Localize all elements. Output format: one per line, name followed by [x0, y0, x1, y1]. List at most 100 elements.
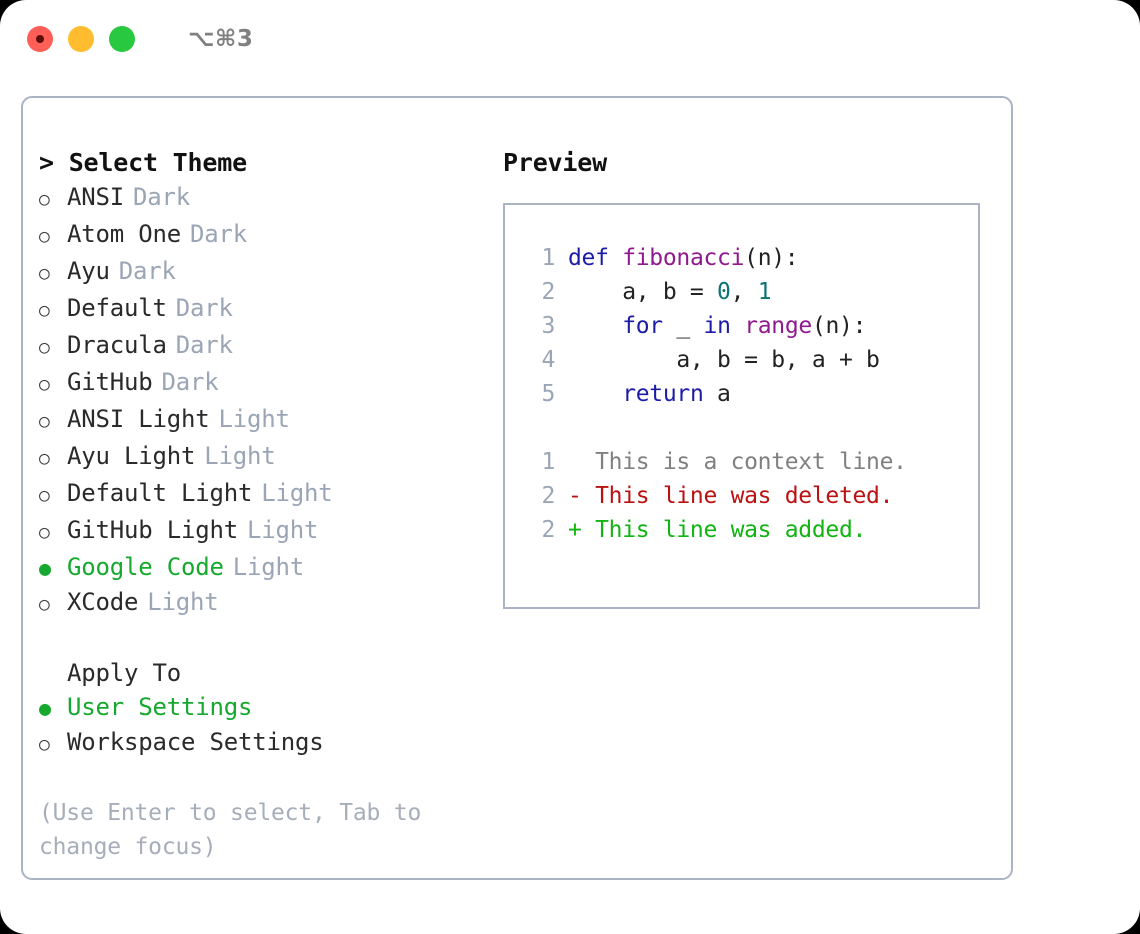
apply-to-group: Apply To ● User Settings ○ Workspace Settin… — [39, 656, 489, 762]
code-line-number: 2 — [541, 279, 555, 305]
minimize-window-button[interactable] — [68, 26, 94, 52]
radio-unselected-icon: ○ — [39, 411, 50, 432]
code-line-number: 4 — [541, 347, 555, 373]
radio-unselected-icon: ○ — [39, 263, 50, 284]
code-token-num: 0 — [717, 279, 731, 305]
theme-option-label: GitHub — [67, 368, 153, 396]
code-token-kw: return — [622, 381, 704, 407]
diff-line-context: 1 This is a context line. — [505, 445, 978, 479]
theme-option-ansi[interactable]: ○ ANSI Dark — [39, 180, 489, 217]
code-line-text: def fibonacci(n): — [568, 241, 799, 275]
diff-line-number: 2 — [541, 517, 555, 543]
theme-option-kind-badge: Light — [204, 442, 276, 470]
theme-option-label: Google Code — [67, 553, 224, 581]
apply-to-option-label: User Settings — [67, 693, 253, 721]
code-token-plain: a — [703, 381, 731, 407]
preview-spacer — [505, 411, 978, 445]
theme-option-label: Default Light — [67, 479, 253, 507]
code-token-plain: _ — [662, 313, 704, 339]
theme-option-label: ANSI Light — [67, 405, 210, 433]
maximize-window-button[interactable] — [109, 26, 135, 52]
theme-option-dracula[interactable]: ○ Dracula Dark — [39, 328, 489, 365]
code-line: 1 def fibonacci(n): — [505, 241, 978, 275]
diff-sample: 1 This is a context line.2- This line wa… — [505, 445, 978, 547]
theme-option-label: ANSI — [67, 183, 124, 211]
theme-option-atom-one[interactable]: ○ Atom One Dark — [39, 217, 489, 254]
radio-unselected-icon: ○ — [39, 337, 50, 358]
radio-selected-icon: ● — [39, 696, 51, 720]
diff-line-add: 2 + This line was added. — [505, 513, 978, 547]
theme-option-kind-badge: Light — [147, 588, 219, 616]
radio-selected-icon: ● — [39, 556, 51, 580]
keyboard-shortcut-label: ⌥⌘3 — [188, 26, 254, 52]
code-token-fn: range — [744, 313, 812, 339]
apply-to-option-user-settings[interactable]: ● User Settings — [39, 690, 489, 725]
diff-line-text: + This line was added. — [568, 517, 867, 543]
code-line-text: for _ in range(n): — [568, 309, 866, 343]
code-line: 4 a, b = b, a + b — [505, 343, 978, 377]
theme-option-kind-badge: Light — [232, 553, 304, 581]
theme-option-label: Ayu Light — [67, 442, 196, 470]
apply-to-option-list[interactable]: ● User Settings ○ Workspace Settings — [39, 690, 489, 762]
radio-unselected-icon: ○ — [39, 189, 50, 210]
theme-option-label: Atom One — [67, 220, 181, 248]
theme-option-label: Default — [67, 294, 167, 322]
code-token-plain: a, b = — [568, 279, 718, 305]
theme-option-kind-badge: Dark — [133, 183, 190, 211]
theme-option-label: Ayu — [67, 257, 110, 285]
code-token-plain — [568, 313, 622, 339]
code-line-number: 1 — [541, 245, 555, 271]
code-token-kw: in — [703, 313, 731, 339]
code-line-number: 5 — [541, 381, 555, 407]
code-line-text: a, b = 0, 1 — [568, 275, 771, 309]
theme-option-label: XCode — [67, 588, 139, 616]
radio-unselected-icon: ○ — [39, 522, 50, 543]
diff-line-text: This is a context line. — [568, 449, 907, 475]
diff-line-text: - This line was deleted. — [568, 483, 894, 509]
theme-option-kind-badge: Dark — [175, 331, 233, 359]
theme-option-google-code[interactable]: ● Google Code Light — [39, 550, 489, 585]
apply-to-option-workspace-settings[interactable]: ○ Workspace Settings — [39, 725, 489, 762]
apply-to-option-label: Workspace Settings — [67, 728, 324, 756]
theme-option-label: Dracula — [67, 331, 167, 359]
code-line: 3 for _ in range(n): — [505, 309, 978, 343]
close-window-button[interactable] — [27, 26, 53, 52]
code-token-kw: for — [622, 313, 663, 339]
diff-line-number: 1 — [541, 449, 555, 475]
code-token-plain: (n): — [744, 245, 799, 271]
theme-option-xcode[interactable]: ○ XCode Light — [39, 585, 489, 622]
preview-header: Preview — [503, 148, 607, 177]
code-token-num: 1 — [757, 279, 772, 305]
radio-unselected-icon: ○ — [39, 226, 50, 247]
code-token-plain: (n): — [811, 313, 867, 339]
diff-line-del: 2- This line was deleted. — [505, 479, 978, 513]
code-line: 5 return a — [505, 377, 978, 411]
code-token-plain — [568, 381, 622, 407]
radio-unselected-icon: ○ — [39, 300, 50, 321]
apply-to-header: Apply To — [67, 659, 181, 687]
theme-option-kind-badge: Light — [261, 479, 333, 507]
theme-option-kind-badge: Dark — [161, 368, 219, 396]
code-token-plain: a, b = b, a + b — [568, 347, 880, 373]
radio-unselected-icon: ○ — [39, 594, 50, 615]
radio-unselected-icon: ○ — [39, 734, 50, 755]
code-line-text: a, b = b, a + b — [568, 343, 880, 377]
keyboard-hint-text: (Use Enter to select, Tab to change focu… — [39, 800, 422, 860]
code-line-text: return a — [568, 377, 731, 411]
code-line-number: 3 — [541, 313, 555, 339]
theme-option-kind-badge: Dark — [190, 220, 247, 248]
